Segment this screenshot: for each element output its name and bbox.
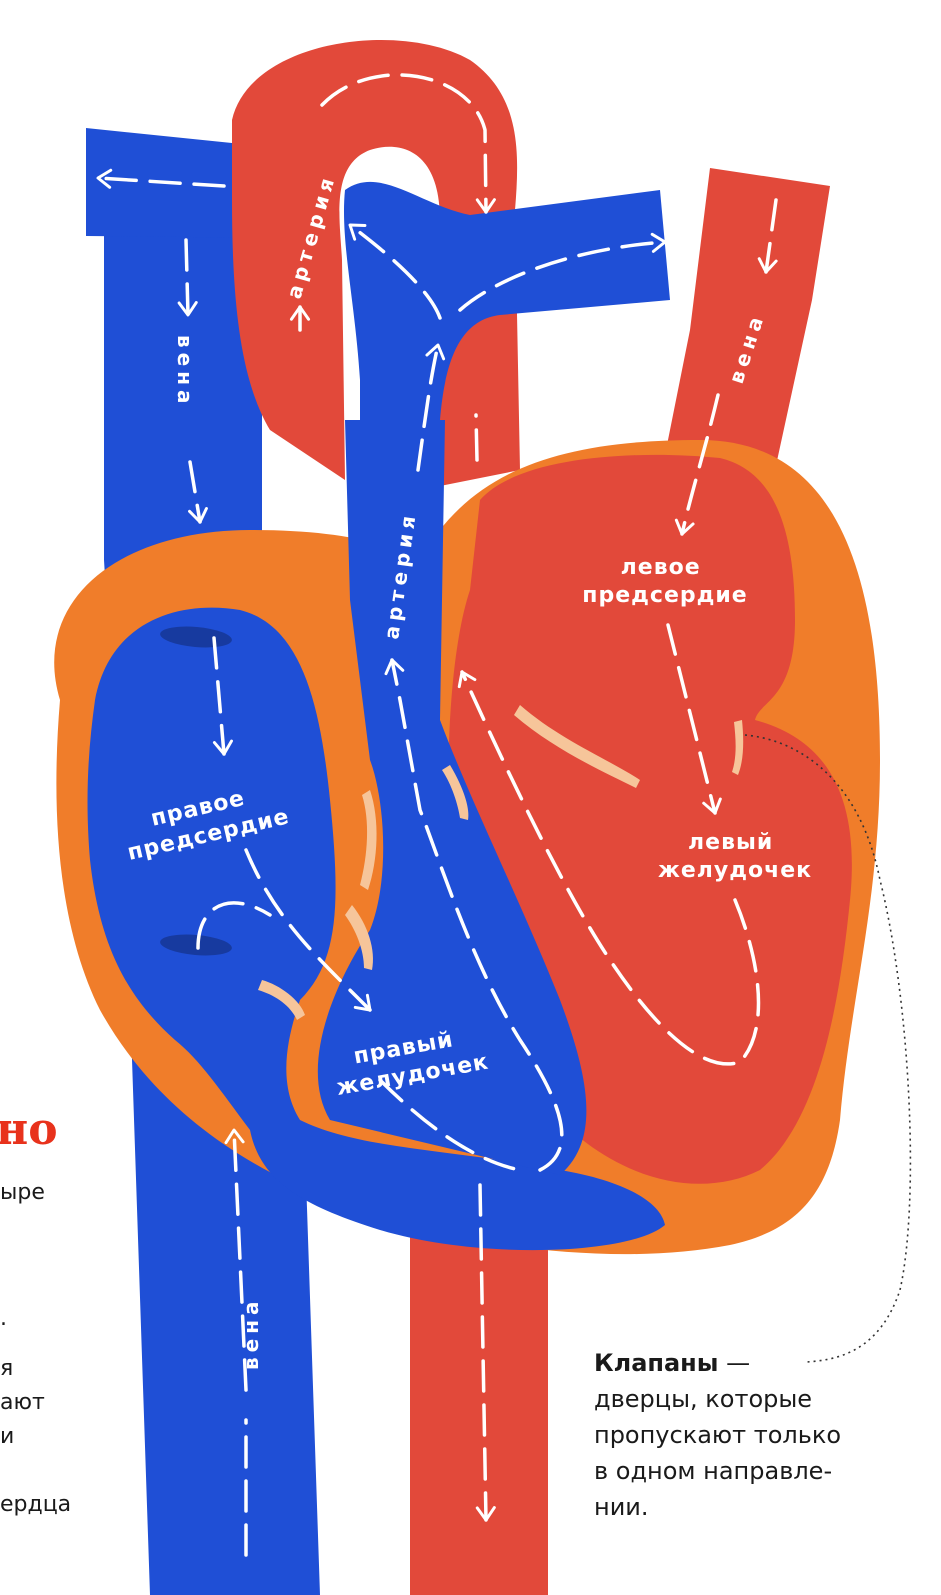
- label-left-ventricle: левый желудочек: [658, 830, 812, 883]
- valves-dash: —: [718, 1349, 751, 1377]
- side-text-line: и: [0, 1424, 15, 1449]
- valve-leaflet: [442, 765, 469, 820]
- flow-path: [244, 848, 372, 1012]
- flow-path: [378, 1078, 522, 1172]
- valves-note-line: нии.: [594, 1493, 649, 1521]
- valves-term: Клапаны: [594, 1349, 719, 1377]
- valve-leaflet: [360, 790, 377, 890]
- flow-path: [188, 460, 208, 524]
- flow-path: [674, 393, 720, 536]
- side-heading-fragment: но: [0, 1104, 58, 1155]
- label-vein-top-left: вена: [173, 335, 197, 409]
- side-text-line: ают: [0, 1390, 45, 1415]
- valve-leaflet: [258, 980, 305, 1020]
- flow-path: [757, 198, 778, 274]
- label-vein-bottom-left: вена: [239, 1296, 263, 1370]
- flow-path: [196, 901, 272, 950]
- side-text-line: .: [0, 1306, 7, 1331]
- flow-path: [474, 413, 479, 462]
- flow-path: [666, 623, 722, 815]
- flow-path: [458, 232, 667, 312]
- valves-note-line: в одном направле-: [594, 1457, 833, 1485]
- flow-path: [212, 636, 233, 756]
- flow-path: [224, 1128, 248, 1392]
- vein-opening-lower: [160, 934, 232, 956]
- pulmonary-vein: [660, 168, 830, 480]
- flow-path: [177, 238, 198, 317]
- label-left-atrium: левое предсердие: [582, 555, 747, 608]
- flow-path: [457, 670, 761, 1066]
- valve-leaflet: [732, 720, 744, 775]
- valve-leaflet: [345, 905, 374, 970]
- valves-note-line: пропускают только: [594, 1421, 842, 1449]
- side-text-line: ыре: [0, 1180, 45, 1205]
- flow-path: [416, 343, 446, 472]
- right-ventricle-outflow: [317, 420, 587, 1175]
- flow-path: [96, 168, 226, 189]
- valves-note: Клапаны — дверцы, которые пропускают тол…: [594, 1345, 924, 1525]
- right-heart-chambers: [87, 607, 665, 1251]
- flow-path: [384, 658, 564, 1172]
- side-text-line: ердца: [0, 1492, 72, 1517]
- aortic-arch: [232, 40, 520, 490]
- valve-leaflet: [514, 705, 640, 788]
- flow-path: [475, 1183, 496, 1522]
- flow-path: [320, 73, 496, 214]
- flow-path: [348, 223, 442, 320]
- valves-note-line: дверцы, которые: [594, 1385, 813, 1413]
- side-text-line: я: [0, 1356, 14, 1381]
